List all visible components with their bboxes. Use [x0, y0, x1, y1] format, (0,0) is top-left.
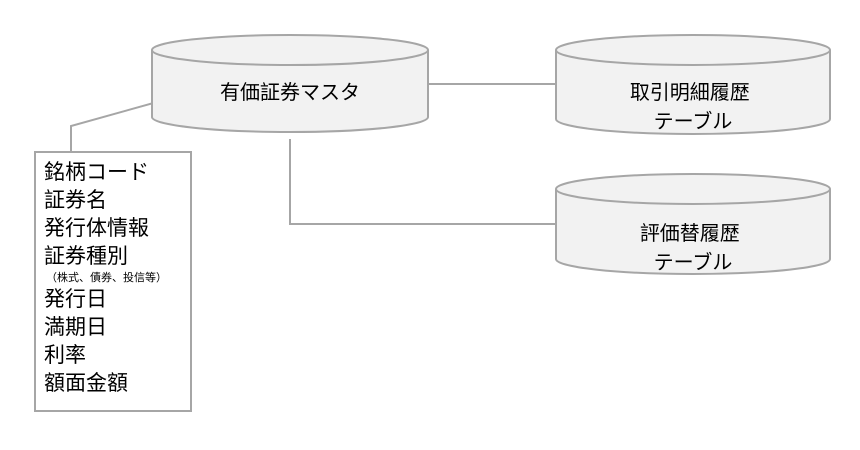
database-label-line-2: テーブル	[654, 109, 733, 133]
attribute-item: 発行日	[44, 287, 107, 311]
attribute-item: 銘柄コード	[44, 160, 149, 184]
svg-text:有価証券マスタ: 有価証券マスタ	[220, 80, 360, 104]
attribute-item: 証券名	[44, 188, 107, 212]
callout-connector	[70, 96, 176, 151]
attribute-callout-box: 銘柄コード 証券名 発行体情報 証券種別 （株式、債券、投信等） 発行日 満期日…	[34, 151, 192, 412]
attribute-item: 利率	[44, 343, 86, 367]
database-transaction-history[interactable]: 取引明細履歴 テーブル	[555, 34, 831, 135]
cylinder-top	[151, 34, 429, 66]
cylinder-body	[555, 189, 831, 275]
cylinder-body	[555, 50, 831, 135]
database-valuation-history[interactable]: 評価替履歴 テーブル	[555, 173, 831, 275]
attribute-item: 発行体情報	[44, 216, 149, 240]
cylinder-top	[555, 34, 831, 66]
svg-text:取引明細履歴 テーブル: 取引明細履歴 テーブル	[630, 80, 756, 133]
database-label-line-2: テーブル	[654, 250, 733, 274]
connector-master-to-valuation	[289, 139, 556, 225]
attribute-item: 満期日	[44, 315, 107, 339]
svg-text:評価替履歴 テーブル: 評価替履歴 テーブル	[640, 221, 746, 274]
database-label-line-1: 評価替履歴	[640, 221, 740, 245]
attribute-item-note: （株式、債券、投信等）	[46, 271, 167, 284]
database-label: 有価証券マスタ	[220, 80, 360, 104]
attribute-item: 証券種別	[44, 244, 128, 268]
attribute-item: 額面金額	[44, 371, 128, 395]
cylinder-top	[555, 173, 831, 205]
cylinder-body	[151, 50, 429, 133]
database-master[interactable]: 有価証券マスタ	[151, 34, 429, 133]
database-label-line-1: 取引明細履歴	[630, 80, 750, 104]
